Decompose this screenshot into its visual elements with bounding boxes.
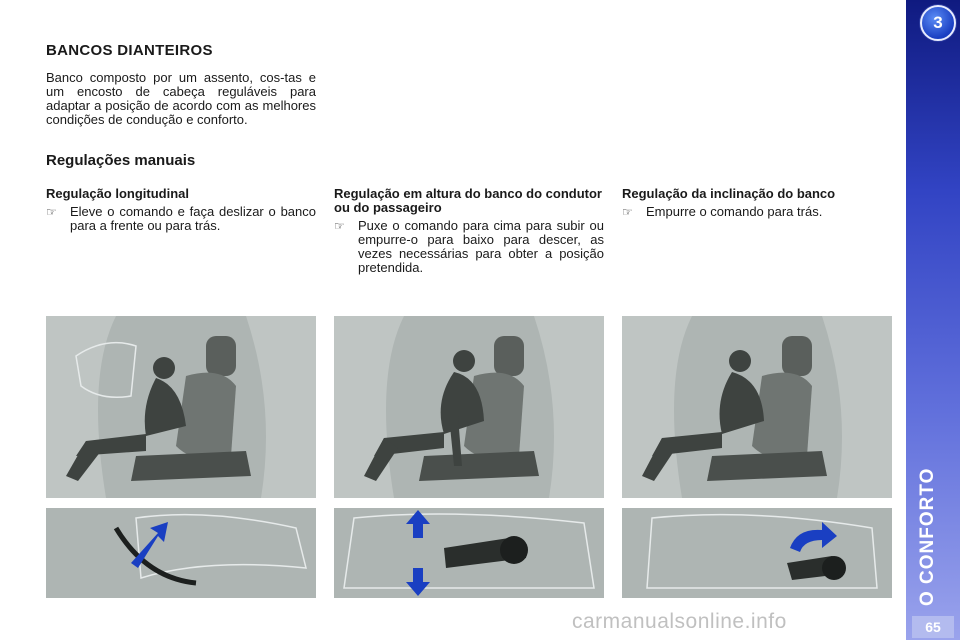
instruction-text: Puxe o comando para cima para subir ou e… [358, 218, 604, 275]
section-title: BANCOS DIANTEIROS [46, 42, 213, 59]
section-intro: Banco composto por um assento, cos-tas e… [46, 70, 316, 127]
illustration-driver-tilt [622, 316, 892, 498]
column-heading: Regulação da inclinação do banco [622, 186, 836, 201]
column-tilt: Regulação da inclinação do banco ☞ Empur… [622, 186, 892, 220]
page-number: 65 [912, 616, 954, 638]
instruction-text: Eleve o comando e faça deslizar o banco … [70, 204, 316, 233]
chapter-sidebar: 3 O CONFORTO 65 [906, 0, 960, 640]
arrow-up-icon [406, 510, 430, 538]
illustration-driver-height [334, 316, 604, 498]
detail-tilt-lever [622, 508, 892, 598]
detail-height-lever [334, 508, 604, 598]
chapter-title: O CONFORTO [917, 467, 938, 606]
detail-longitudinal-lever [46, 508, 316, 598]
illustration-driver-longitudinal [46, 316, 316, 498]
column-heading: Regulação em altura do banco do condutor… [334, 186, 602, 215]
watermark: carmanualsonline.info [572, 610, 787, 633]
instruction-bullet: ☞ Puxe o comando para cima para subir ou… [334, 219, 604, 275]
instruction-bullet: ☞ Eleve o comando e faça deslizar o banc… [46, 205, 316, 233]
pointing-hand-icon: ☞ [46, 205, 57, 219]
arrow-down-icon [406, 568, 430, 596]
column-height: Regulação em altura do banco do condutor… [334, 187, 604, 275]
column-heading: Regulação longitudinal [46, 186, 190, 201]
instruction-text: Empurre o comando para trás. [646, 204, 823, 219]
pointing-hand-icon: ☞ [334, 219, 345, 233]
section-subtitle: Regulações manuais [46, 152, 196, 169]
arrow-curved-right-icon [790, 522, 837, 552]
instruction-bullet: ☞ Empurre o comando para trás. [622, 204, 892, 220]
chapter-number-badge: 3 [920, 5, 956, 41]
pointing-hand-icon: ☞ [622, 205, 633, 219]
column-longitudinal: Regulação longitudinal ☞ Eleve o comando… [46, 187, 316, 233]
arrow-up-right-icon [131, 522, 168, 568]
